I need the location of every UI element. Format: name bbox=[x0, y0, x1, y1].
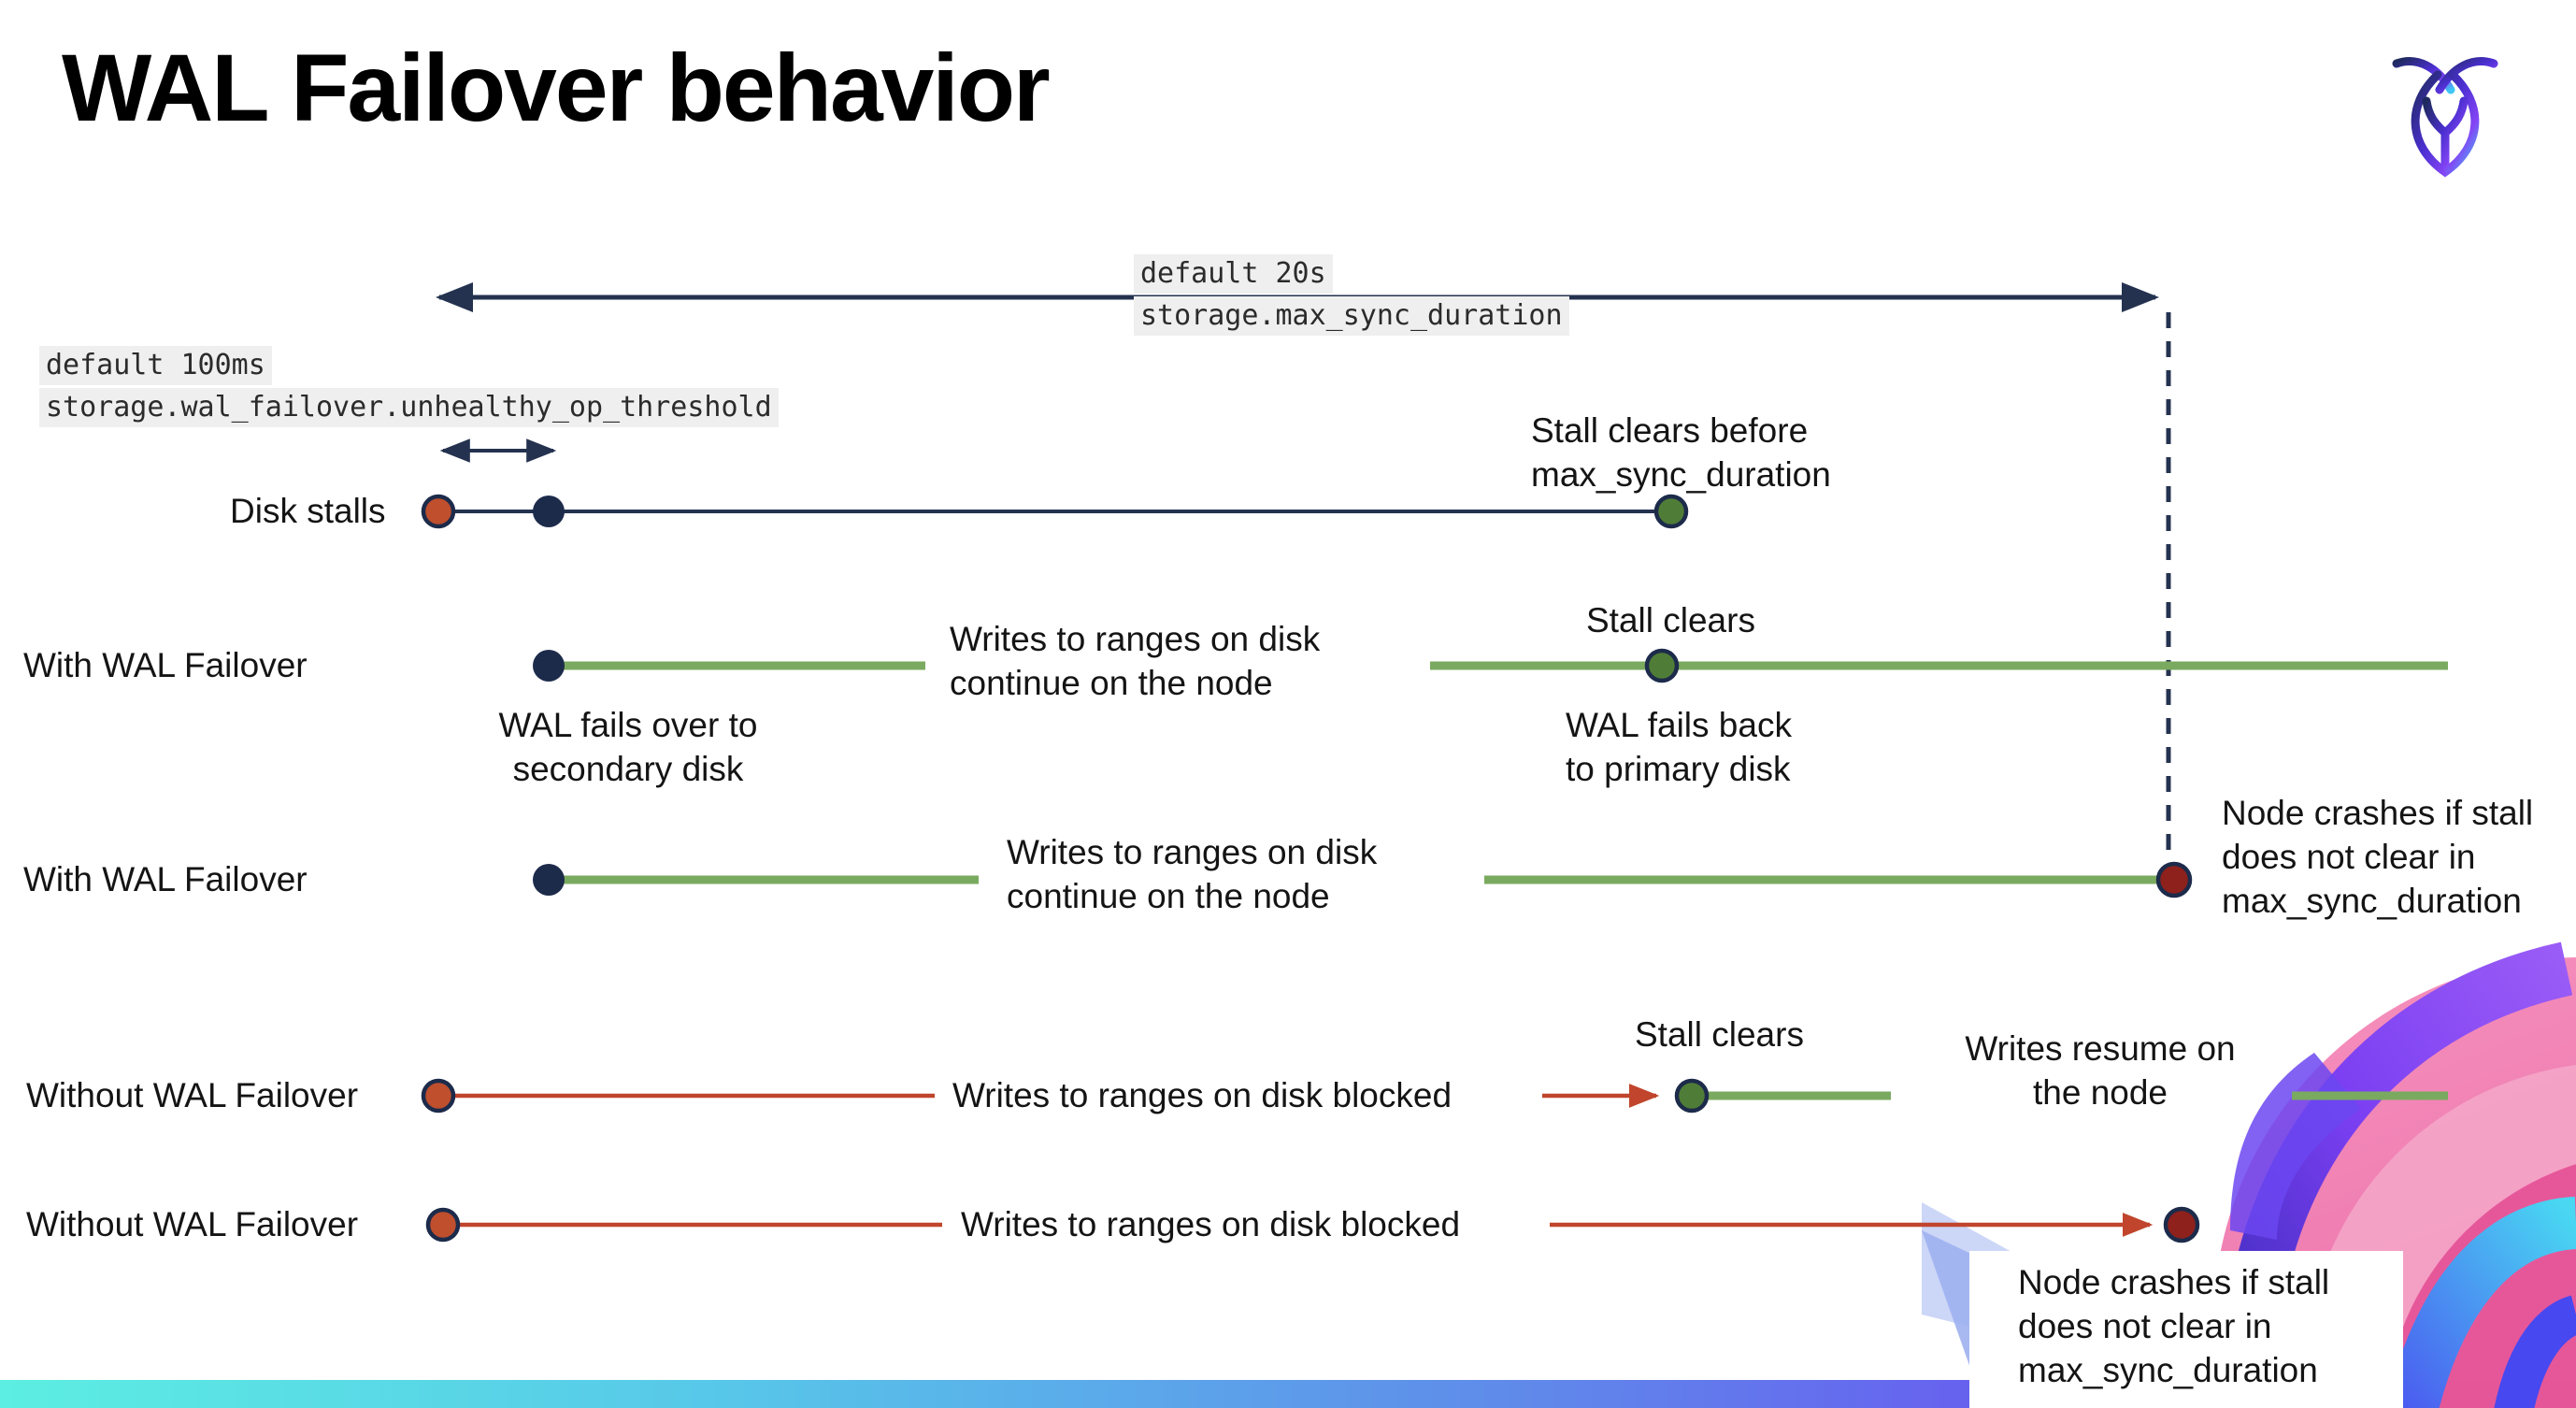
failover-dot bbox=[533, 864, 565, 896]
node-crash-dot bbox=[2155, 861, 2193, 898]
timeline-row-with-wal-2 bbox=[533, 861, 2193, 898]
stall-start-dot bbox=[421, 494, 456, 529]
note-writes-blocked-2: Writes to ranges on disk blocked bbox=[961, 1205, 1461, 1243]
unhealthy-op-threshold-annotation: default 100ms storage.wal_failover.unhea… bbox=[39, 346, 779, 430]
max-sync-duration-annotation: default 20s storage.max_sync_duration bbox=[1134, 254, 1569, 338]
cyan-leg-arc bbox=[2384, 1197, 2576, 1408]
annotation-default-value: default 20s bbox=[1134, 254, 1333, 294]
body-vein bbox=[2422, 96, 2469, 173]
timeline-row-with-wal-1 bbox=[533, 648, 2448, 683]
node-crash-dot bbox=[2163, 1206, 2200, 1243]
stall-clear-dot bbox=[1653, 494, 1689, 529]
note-writes-blocked-1: Writes to ranges on disk blocked bbox=[952, 1076, 1453, 1114]
stall-start-dot bbox=[425, 1207, 461, 1243]
note-stall-clears-1: Stall clears bbox=[1586, 601, 1755, 639]
stall-clear-dot bbox=[1674, 1078, 1710, 1113]
note-node-crashes-1: Node crashes if stall does not clear in … bbox=[2222, 794, 2534, 920]
note-writes-resume: Writes resume on the node bbox=[1965, 1029, 2236, 1112]
row-label-with-wal-2: With WAL Failover bbox=[23, 860, 308, 898]
note-stall-clears-before: Stall clears before max_sync_duration bbox=[1531, 411, 1831, 494]
timeline-row-without-wal-2 bbox=[425, 1206, 2200, 1243]
row-label-without-wal-2: Without WAL Failover bbox=[26, 1205, 359, 1243]
antenna-right bbox=[2435, 57, 2498, 94]
stall-start-dot bbox=[421, 1078, 456, 1113]
note-wal-fails-over: WAL fails over to secondary disk bbox=[498, 706, 758, 788]
timeline-row-without-wal-1 bbox=[421, 1078, 2448, 1113]
crash-callout-box: Node crashes if stall does not clear in … bbox=[1969, 1251, 2403, 1408]
page-title: WAL Failover behavior bbox=[62, 35, 1051, 141]
row-label-with-wal-1: With WAL Failover bbox=[23, 646, 308, 684]
note-writes-continue-1: Writes to ranges on disk continue on the… bbox=[950, 620, 1321, 702]
annotation-default-value: default 100ms bbox=[39, 346, 272, 385]
note-node-crashes-2: Node crashes if stall does not clear in … bbox=[2018, 1263, 2330, 1389]
blue-leg-arc bbox=[2494, 1295, 2576, 1408]
annotation-setting-name: storage.max_sync_duration bbox=[1134, 296, 1569, 336]
timeline-row-disk-stalls bbox=[421, 494, 1689, 529]
failover-dot bbox=[533, 650, 565, 682]
cockroachdb-logo-icon bbox=[2392, 57, 2498, 178]
row-label-without-wal-1: Without WAL Failover bbox=[26, 1076, 359, 1114]
row-label-disk-stalls: Disk stalls bbox=[230, 492, 386, 530]
note-wal-fails-back: WAL fails back to primary disk bbox=[1566, 706, 1792, 788]
failover-trigger-dot bbox=[533, 496, 565, 527]
note-stall-clears-2: Stall clears bbox=[1635, 1015, 1804, 1054]
stall-clear-dot bbox=[1644, 648, 1680, 683]
note-writes-continue-2: Writes to ranges on disk continue on the… bbox=[1007, 833, 1378, 915]
annotation-setting-name: storage.wal_failover.unhealthy_op_thresh… bbox=[39, 388, 779, 427]
